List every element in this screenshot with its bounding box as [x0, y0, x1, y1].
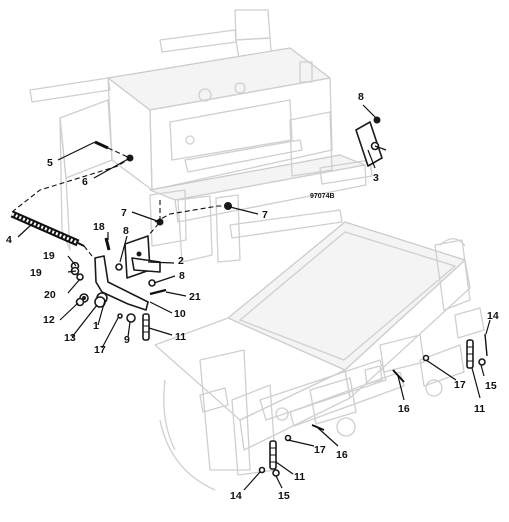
- callout-8: 8: [123, 225, 129, 237]
- callout-15: 15: [278, 490, 290, 502]
- bracket-2: [124, 235, 161, 279]
- callout-11: 11: [474, 403, 485, 415]
- clevis-pins-11: [142, 313, 474, 470]
- brake-pedal-arm: [79, 255, 149, 311]
- callout-labels: 5 6 8 3 97074B 4 7 7 18 8 19 19 20 2 8 2…: [6, 91, 499, 502]
- leader-lines: [17, 104, 491, 491]
- callout-16: 16: [398, 403, 410, 415]
- spring-4: [10, 210, 85, 247]
- callout-17: 17: [94, 344, 106, 356]
- callout-13: 13: [64, 332, 76, 344]
- callout-14: 14: [230, 490, 242, 502]
- callout-14: 14: [487, 310, 499, 322]
- figure-reference: 97074B: [310, 193, 335, 200]
- callout-3: 3: [373, 172, 379, 184]
- callout-19: 19: [43, 250, 55, 262]
- callout-11: 11: [294, 471, 305, 483]
- callout-17: 17: [454, 379, 466, 391]
- callout-8: 8: [358, 91, 364, 103]
- callout-15: 15: [485, 380, 497, 392]
- callout-21: 21: [189, 291, 201, 303]
- deck-small-parts: [258, 333, 488, 477]
- callout-4: 4: [6, 234, 12, 246]
- upper-frame-ghost: [29, 9, 373, 263]
- callout-8: 8: [179, 270, 185, 282]
- callout-7: 7: [121, 207, 127, 219]
- callout-10: 10: [174, 308, 186, 320]
- callout-20: 20: [44, 289, 56, 301]
- mower-deck-ghost: [154, 221, 485, 491]
- callout-6: 6: [82, 176, 88, 188]
- callout-16: 16: [336, 449, 348, 461]
- callout-11: 11: [175, 331, 186, 343]
- bracket-3: [355, 116, 387, 167]
- callout-1: 1: [93, 320, 99, 332]
- callout-18: 18: [93, 221, 105, 233]
- callout-7: 7: [262, 209, 268, 221]
- callout-17: 17: [314, 444, 326, 456]
- callout-19: 19: [30, 267, 42, 279]
- callout-2: 2: [178, 255, 184, 267]
- callout-12: 12: [43, 314, 55, 326]
- callout-9: 9: [124, 334, 130, 346]
- callout-5: 5: [47, 157, 53, 169]
